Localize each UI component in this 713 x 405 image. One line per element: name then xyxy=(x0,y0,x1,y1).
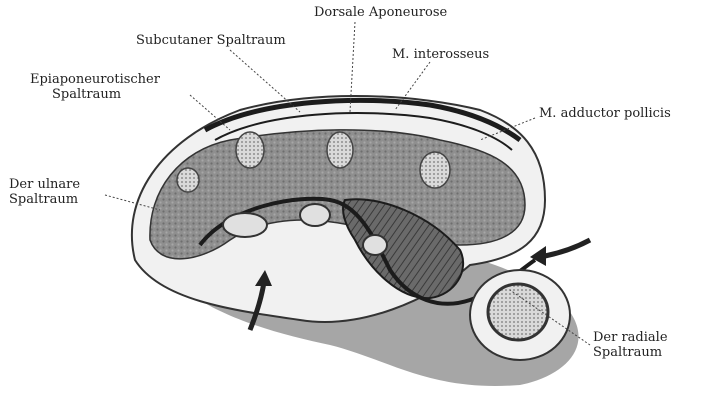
label-radiale-spaltraum: Der radiale Spaltraum xyxy=(593,330,668,360)
label-text: Dorsale Aponeurose xyxy=(314,5,447,20)
metacarpal-bone xyxy=(327,132,353,168)
metacarpal-bone xyxy=(177,168,199,192)
label-text: M. adductor pollicis xyxy=(539,106,671,121)
label-line: Epiaponeurotischer xyxy=(30,72,160,87)
metacarpal-bone xyxy=(420,152,450,188)
label-text: Subcutaner Spaltraum xyxy=(136,33,286,48)
label-m-interosseus: M. interosseus xyxy=(392,47,489,62)
arrow-right xyxy=(545,240,590,256)
label-text: M. interosseus xyxy=(392,47,489,62)
label-epiaponeurotischer-spaltraum: Epiaponeurotischer Spaltraum xyxy=(30,72,160,102)
tendon-sheath xyxy=(363,235,387,255)
metacarpal-bone xyxy=(236,132,264,168)
thumb-bone xyxy=(488,284,548,340)
tendon-sheath xyxy=(300,204,330,226)
label-dorsale-aponeurose: Dorsale Aponeurose xyxy=(314,5,447,20)
label-line: Der ulnare xyxy=(9,177,80,192)
label-line: Spaltraum xyxy=(30,87,160,102)
label-line: Spaltraum xyxy=(593,345,668,360)
tendon-sheath xyxy=(223,213,267,237)
label-line: Spaltraum xyxy=(9,192,80,207)
label-m-adductor-pollicis: M. adductor pollicis xyxy=(539,106,671,121)
label-subcutaner-spaltraum: Subcutaner Spaltraum xyxy=(136,33,286,48)
label-line: Der radiale xyxy=(593,330,668,345)
label-ulnare-spaltraum: Der ulnare Spaltraum xyxy=(9,177,80,207)
